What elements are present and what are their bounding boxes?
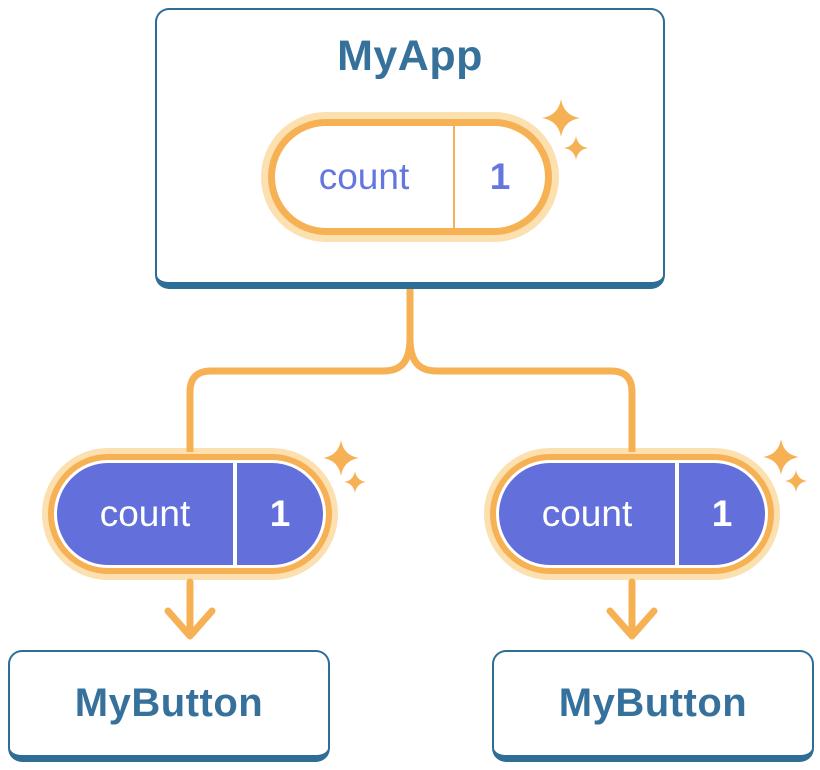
props-pill-left-fill: count 1 [57,463,323,565]
left-arrow-icon [164,578,216,640]
myapp-title: MyApp [337,32,483,80]
state-pill-ring: count 1 [268,119,552,236]
props-pill-right-ring: count 1 [490,454,774,574]
mybutton-right-title: MyButton [558,681,748,725]
props-pill-right-label: count [541,493,633,534]
props-pill-left-label: count [99,493,191,534]
mybutton-left-title: MyButton [74,681,264,725]
myapp-card: MyApp count 1 [155,8,665,289]
props-pill-right: count 1 [484,448,780,580]
pill-divider [675,463,679,565]
pill-divider [453,126,455,229]
fork-connector [186,289,636,452]
mybutton-card-right: MyButton [492,650,814,762]
props-pill-right-value: 1 [711,493,733,534]
state-pill-label: count [318,156,410,198]
state-pill-value: 1 [489,156,511,198]
props-pill-right-fill: count 1 [499,463,765,565]
props-pill-left-ring: count 1 [48,454,332,574]
props-pill-left: count 1 [42,448,338,580]
state-pill: count 1 [261,112,559,243]
mybutton-card-left: MyButton [8,650,330,762]
props-pill-left-value: 1 [269,493,291,534]
pill-divider [233,463,237,565]
right-arrow-icon [606,578,658,640]
